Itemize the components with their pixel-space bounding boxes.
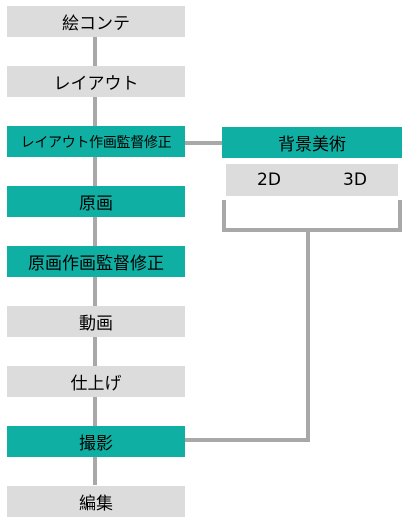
step-storyboard: 絵コンテ bbox=[7, 6, 185, 37]
step-compositing: 撮影 bbox=[7, 426, 185, 457]
step-layout: レイアウト bbox=[7, 66, 185, 97]
bracket-left-leg bbox=[222, 200, 226, 232]
background-art-label: 背景美術 bbox=[278, 135, 346, 155]
step-layout-animation-director-correction: レイアウト作画監督修正 bbox=[7, 126, 185, 157]
background-3d-box: 3D bbox=[312, 164, 398, 196]
background-to-compositing-vertical bbox=[306, 228, 310, 442]
background-to-compositing-horizontal bbox=[185, 438, 310, 442]
step-label: 絵コンテ bbox=[62, 14, 130, 34]
background-art-box: 背景美術 bbox=[222, 127, 402, 158]
step-label: 撮影 bbox=[79, 434, 113, 454]
step-label: 仕上げ bbox=[70, 374, 122, 394]
step-key-animation-director-correction: 原画作画監督修正 bbox=[7, 246, 185, 277]
step-inbetween-animation: 動画 bbox=[7, 306, 185, 337]
step-label: レイアウト bbox=[53, 74, 139, 94]
step-label: 編集 bbox=[79, 494, 113, 514]
layout-to-background-connector bbox=[185, 141, 222, 145]
background-2d-label: 2D bbox=[257, 170, 281, 190]
step-label: レイアウト作画監督修正 bbox=[20, 134, 172, 151]
step-key-animation: 原画 bbox=[7, 186, 185, 217]
step-label: 動画 bbox=[79, 314, 113, 334]
step-finishing: 仕上げ bbox=[7, 366, 185, 397]
background-3d-label: 3D bbox=[343, 170, 367, 190]
background-2d-box: 2D bbox=[226, 164, 312, 196]
bracket-bottom bbox=[222, 228, 402, 232]
step-label: 原画 bbox=[79, 194, 113, 214]
bracket-right-leg bbox=[398, 200, 402, 232]
step-label: 原画作画監督修正 bbox=[28, 254, 164, 274]
step-editing: 編集 bbox=[7, 486, 185, 517]
